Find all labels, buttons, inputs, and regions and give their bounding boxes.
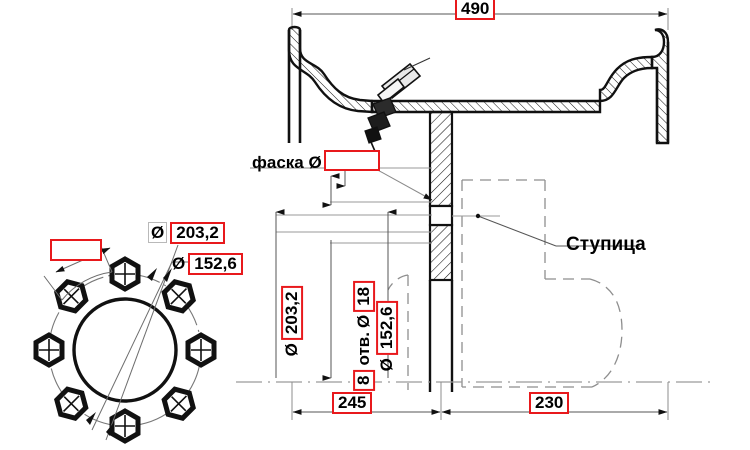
valve-stem-assembly xyxy=(364,57,431,157)
dimension-value-490: 490 xyxy=(455,0,496,20)
diameter-icon: Ø xyxy=(282,343,302,357)
dimension-value-230: 230 xyxy=(529,392,570,414)
bolt-circle-diameter-value: 203,2 xyxy=(170,222,225,244)
center-bore-diameter-value: 152,6 xyxy=(188,253,243,275)
diameter-icon: Ø xyxy=(354,314,374,329)
dimension-label-left-width: 245 xyxy=(332,392,373,414)
chamfer-value-box xyxy=(323,150,380,171)
angle-annotation xyxy=(50,239,102,261)
hub-dashed-outline xyxy=(387,179,623,390)
dimension-label-right-width: 230 xyxy=(529,392,570,414)
chamfer-label-text: фаска Ø xyxy=(252,153,322,172)
hole-count-value: 8 xyxy=(353,369,375,391)
hex-bolt-group xyxy=(33,256,217,444)
vertical-label-center-bore: Ø 152,6 xyxy=(376,276,398,396)
hole-diameter-value: 18 xyxy=(353,280,375,312)
hole-word: отв. xyxy=(354,332,374,366)
vertical-dimension-lines xyxy=(275,173,397,381)
dimension-value-245: 245 xyxy=(332,392,373,414)
diameter-icon: Ø xyxy=(172,254,186,273)
rim-profile-section xyxy=(287,25,670,145)
chamfer-annotation: фаска Ø xyxy=(252,150,380,173)
vertical-label-bolt-circle: Ø 203,2 xyxy=(281,261,303,381)
bolt-circle-view xyxy=(33,243,217,444)
hub-leader-line xyxy=(475,213,640,247)
diameter-icon: Ø xyxy=(377,358,397,372)
vertical-value-center-bore: 152,6 xyxy=(376,300,398,356)
dimension-label-overall-width: 490 xyxy=(455,0,496,20)
hub-annotation: Ступица xyxy=(566,234,646,255)
diameter-icon: Ø xyxy=(148,222,168,243)
angle-value-box xyxy=(50,239,102,261)
vertical-value-bolt-circle: 203,2 xyxy=(281,285,303,341)
disc-web-section xyxy=(428,110,454,392)
